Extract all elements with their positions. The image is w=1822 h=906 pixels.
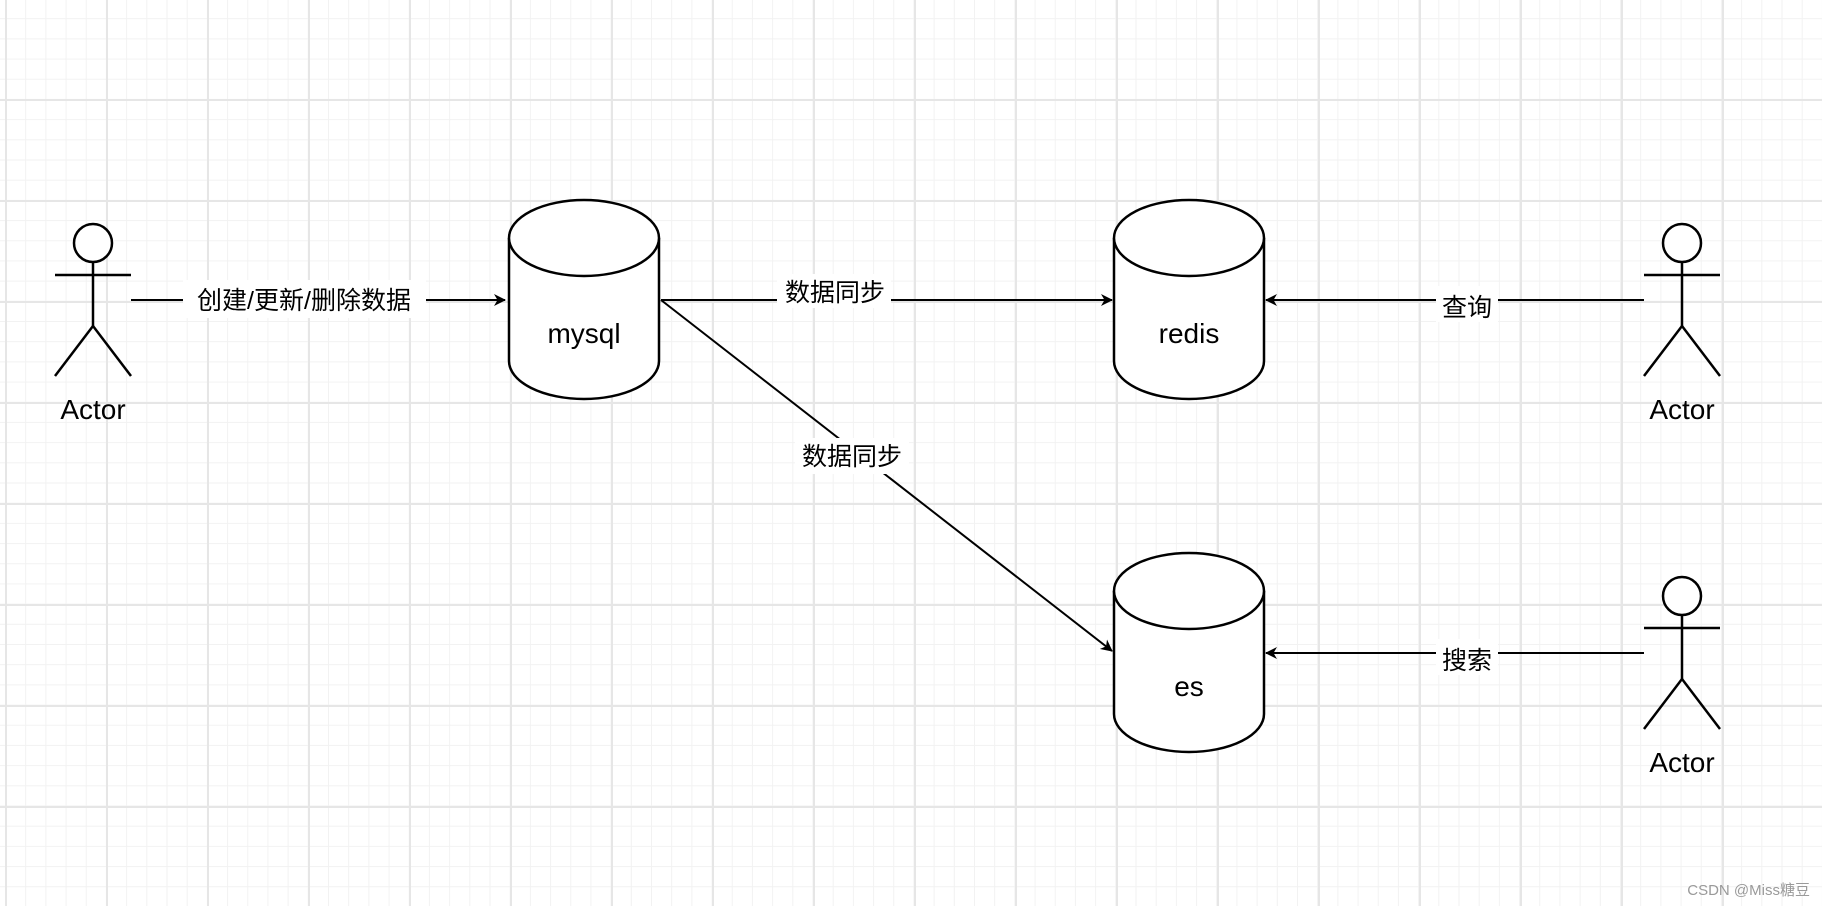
edge-create-data[interactable]: 创建/更新/删除数据 <box>131 280 506 318</box>
edge-sync-es-label: 数据同步 <box>802 443 902 471</box>
edge-sync-es-line <box>660 299 1113 652</box>
database-redis[interactable]: redis <box>1112 198 1266 401</box>
edge-sync-es-label-bg <box>795 438 909 474</box>
cylinder-body <box>1112 591 1266 754</box>
edge-search-label: 搜索 <box>1442 647 1492 675</box>
cylinder-top <box>1112 198 1266 278</box>
database-mysql[interactable]: mysql <box>507 198 661 401</box>
actor-right-bottom[interactable]: Actor <box>1643 575 1721 778</box>
stick-figure-icon <box>1643 222 1721 377</box>
edge-query-label-bg <box>1436 286 1498 322</box>
actor-left[interactable]: Actor <box>54 222 132 425</box>
actor-left-label: Actor <box>60 394 125 425</box>
stick-figure-icon <box>54 222 132 377</box>
cylinder-body <box>507 238 661 401</box>
edge-query-label: 查询 <box>1442 294 1492 322</box>
edge-sync-redis-label: 数据同步 <box>785 279 885 307</box>
edge-search[interactable]: 搜索 <box>1265 639 1644 675</box>
cylinder-body <box>1112 238 1266 401</box>
cylinder-top <box>507 198 661 278</box>
actor-right-top[interactable]: Actor <box>1643 222 1721 425</box>
actor-right-bottom-label: Actor <box>1649 747 1714 778</box>
edge-sync-redis-label-bg <box>777 274 891 308</box>
edge-create-label: 创建/更新/删除数据 <box>197 287 411 315</box>
edge-search-label-bg <box>1436 639 1498 675</box>
cylinder-top <box>1112 551 1266 631</box>
stick-figure-icon <box>1643 575 1721 730</box>
edge-sync-redis[interactable]: 数据同步 <box>661 274 1113 308</box>
edge-query[interactable]: 查询 <box>1265 286 1644 322</box>
watermark: CSDN @Miss糖豆 <box>1687 882 1810 899</box>
database-redis-label: redis <box>1159 318 1220 349</box>
edge-create-label-bg <box>183 280 426 318</box>
database-es[interactable]: es <box>1112 551 1266 754</box>
database-mysql-label: mysql <box>547 318 620 349</box>
database-es-label: es <box>1174 671 1204 702</box>
actor-right-top-label: Actor <box>1649 394 1714 425</box>
edge-sync-es[interactable]: 数据同步 <box>660 299 1113 652</box>
